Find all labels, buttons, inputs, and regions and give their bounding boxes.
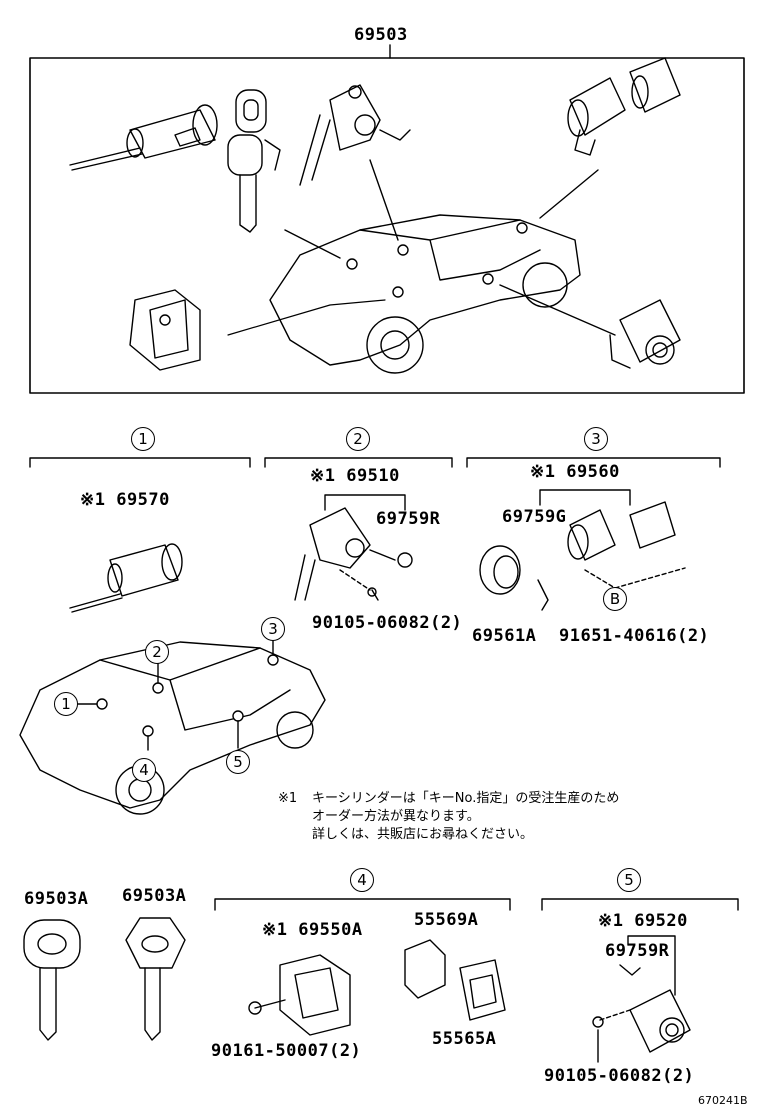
car-marker-3: 3 [261, 617, 285, 641]
section-2-marker: 2 [346, 427, 370, 451]
s5-bolt: 90105-06082(2) [544, 1066, 695, 1086]
note-line-1: キーシリンダーは「キーNo.指定」の受注生産のため [312, 791, 620, 806]
note-line-2: オーダー方法が異なります。 [312, 809, 480, 824]
s3-part-a: 69561A [472, 626, 537, 646]
section-3-marker: 3 [584, 427, 608, 451]
s3-part-g: 69759G [502, 507, 567, 527]
s5-part-r: 69759R [605, 941, 670, 961]
assembly-frame [29, 57, 745, 394]
s5-cylinder-drawing [592, 935, 691, 1063]
car-marker-2: 2 [145, 640, 169, 664]
section-5-marker: 5 [617, 868, 641, 892]
ignition-cylinder-drawing [69, 104, 218, 171]
s2-part-number: ※1 69510 [310, 466, 400, 486]
section-4-marker: 4 [350, 868, 374, 892]
key-1-drawing [23, 919, 81, 1041]
main-part-number: 69503 [354, 25, 408, 45]
door-cylinder-drawing [609, 299, 681, 369]
s2-bolt: 90105-06082(2) [312, 613, 463, 633]
s1-cylinder-drawing [69, 543, 183, 613]
s2-part-r: 69759R [376, 509, 441, 529]
car-top-drawing [227, 159, 616, 374]
key-1-part-number: 69503A [24, 889, 89, 909]
bracket-5 [541, 898, 739, 911]
bracket-2 [264, 457, 453, 468]
car-marker-1: 1 [54, 692, 78, 716]
s2-lock-drawing [294, 494, 413, 601]
s4-part-c: 55565A [432, 1029, 497, 1049]
door-lock-drawing [299, 84, 411, 186]
car-marker-4: 4 [132, 758, 156, 782]
luggage-cylinder-drawing [567, 57, 681, 156]
s4-part-number: ※1 69550A [262, 920, 363, 940]
key-2-part-number: 69503A [122, 886, 187, 906]
s3-ref-marker: B [603, 587, 627, 611]
bracket-4 [214, 898, 511, 911]
s3-part-number: ※1 69560 [530, 462, 620, 482]
car-middle-drawing [19, 639, 326, 815]
luggage-lock-drawing [129, 289, 201, 371]
car-marker-5: 5 [226, 750, 250, 774]
s1-part-number: ※1 69570 [80, 490, 170, 510]
key-2-drawing [125, 917, 186, 1041]
s4-lock-drawing [248, 939, 506, 1036]
drawing-id: 670241B [698, 1094, 748, 1107]
s4-bolt: 90161-50007(2) [211, 1041, 362, 1061]
s5-part-number: ※1 69520 [598, 911, 688, 931]
section-1-marker: 1 [131, 427, 155, 451]
s3-bolt: 91651-40616(2) [559, 626, 710, 646]
keys-top-drawing [227, 89, 281, 233]
s4-part-b: 55569A [414, 910, 479, 930]
bracket-1 [29, 457, 251, 468]
note-mark: ※1 [278, 791, 298, 806]
note-line-3: 詳しくは、共販店にお尋ねください。 [312, 827, 534, 842]
bracket-3 [466, 457, 721, 468]
